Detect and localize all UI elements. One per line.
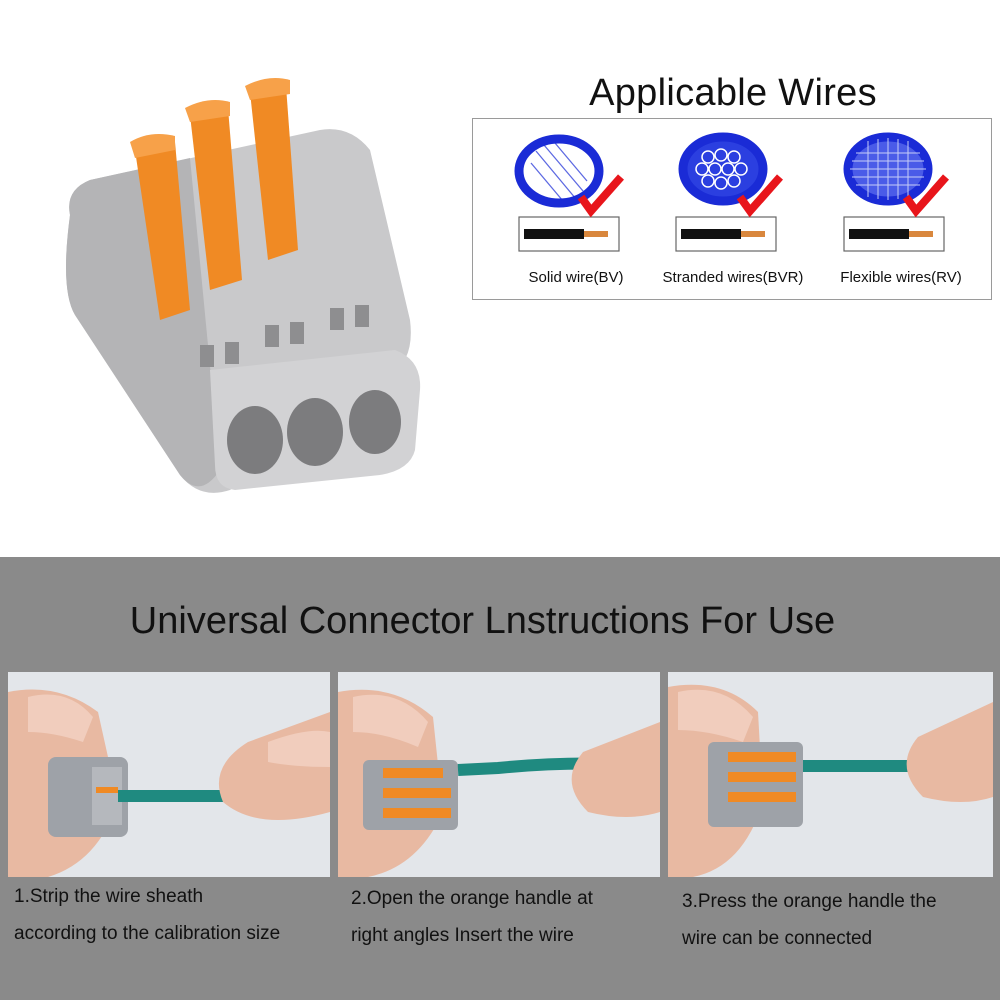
wire-label-flexible: Flexible wires(RV): [840, 269, 962, 286]
wire-type-stranded: Stranded wires(BVR): [648, 129, 818, 294]
step-3-caption: 3.Press the orange handle the wire can b…: [682, 883, 937, 957]
wire-label-stranded: Stranded wires(BVR): [662, 269, 804, 286]
step-3-line-1: 3.Press the orange handle the: [682, 891, 937, 912]
step-3-line-2: wire can be connected: [682, 928, 873, 949]
stranded-wire-cross-section-icon: [675, 132, 783, 252]
instructions-title: Universal Connector Lnstructions For Use: [129, 600, 836, 642]
connector-product-image: [50, 70, 430, 500]
wire-type-flexible: Flexible wires(RV): [816, 129, 986, 294]
wire-label-solid: Solid wire(BV): [528, 269, 624, 286]
applicable-wires-title: Applicable Wires: [589, 72, 877, 114]
step-2-line-1: 2.Open the orange handle at: [351, 888, 593, 909]
solid-wire-cross-section-icon: [514, 134, 624, 252]
step-2-caption: 2.Open the orange handle at right angles…: [351, 880, 593, 954]
step-1-line-2: according to the calibration size: [14, 923, 281, 944]
wire-type-solid: Solid wire(BV): [491, 129, 661, 294]
flexible-wire-cross-section-icon: [843, 132, 949, 252]
step-1-caption: 1.Strip the wire sheath according to the…: [14, 878, 280, 952]
step-1-line-1: 1.Strip the wire sheath: [14, 886, 204, 907]
step-3-photo: [668, 672, 993, 877]
step-2-line-2: right angles Insert the wire: [351, 925, 574, 946]
applicable-wires-panel: Solid wire(BV) Stranded wires(BVR): [472, 118, 992, 300]
step-2-photo: [338, 672, 660, 877]
step-1-photo: [8, 672, 330, 877]
